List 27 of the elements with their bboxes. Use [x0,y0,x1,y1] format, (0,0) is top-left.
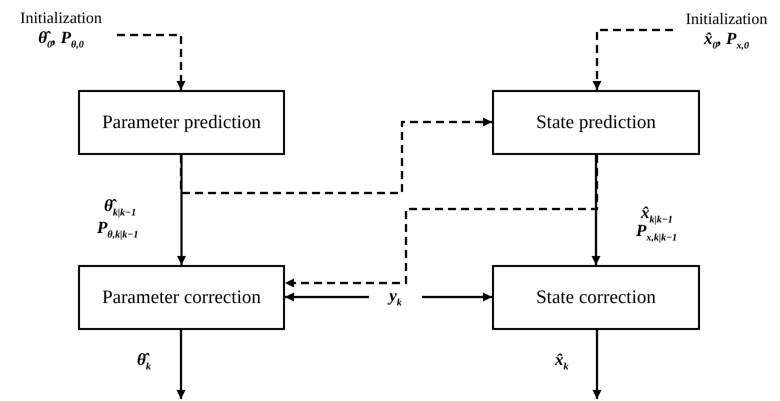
arrow [285,292,369,302]
math-label: P$_{θ,k|k−1}$ [97,218,138,241]
box-label: Parameter correction [102,286,261,308]
process-box [78,90,285,155]
process-box [492,90,700,155]
arrow [177,155,186,265]
arrow [592,155,600,265]
math-label: θ̂$_{k}$ [137,350,151,373]
dashed-arrow [117,34,186,90]
box-label: State correction [536,286,656,308]
arrow [176,330,186,399]
dashed-arrow [592,28,673,90]
box-label: State prediction [536,112,656,134]
dashed-arrow [285,155,598,288]
math-label: x̂$_{0}$, P$_{x,0}$ [704,28,749,52]
text-label: Initialization [686,10,768,29]
arrow [592,330,602,399]
process-box [492,265,700,330]
math-label: θ̂$_{0}$, P$_{θ,0}$ [38,28,84,50]
box-label: Parameter prediction [102,112,261,134]
arrow [422,292,492,302]
dashed-arrow [180,118,492,194]
math-label: θ̂$_{k|k−1}$ [104,196,136,219]
math-label: x̂$_{k}$ [555,350,568,373]
text-label: Initialization [20,10,102,28]
process-box [78,265,285,330]
math-label: y$_{k}$ [389,286,402,308]
